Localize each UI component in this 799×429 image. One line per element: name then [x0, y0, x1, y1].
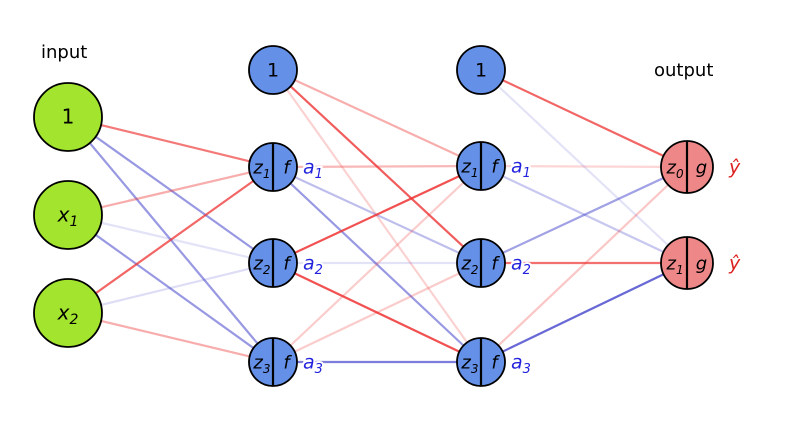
activation-output-label-h1_z1: a1: [303, 157, 323, 183]
output-layer-label: output: [654, 60, 714, 81]
edge-h1_z1-h2_z1: [271, 164, 483, 169]
node-function-label-h2_z3: f: [491, 353, 500, 374]
node-label-i_b: 1: [62, 105, 75, 129]
edge-h1_z3-h2_z2: [271, 261, 483, 364]
node-label-i_x1: x1: [57, 203, 79, 231]
node-i_x2: [33, 278, 103, 348]
activation-output-label-h2_z3: a3: [511, 352, 531, 378]
edge-h2_z1-o_z0: [479, 164, 689, 169]
node-i_b: [33, 82, 103, 152]
edge-h2_z3-o_z1: [479, 261, 689, 364]
activation-output-label-h1_z3: a3: [303, 352, 323, 378]
edge-h1_z2-h2_z1: [271, 164, 483, 265]
activation-output-label-h2_z1: a1: [511, 156, 531, 182]
input-layer-label: input: [41, 42, 88, 63]
edge-h2_b-o_z1: [479, 68, 689, 265]
edge-h1_z1-h2_z3: [271, 165, 483, 364]
activation-output-label-h2_z2: a2: [511, 253, 531, 279]
edge-h2_b-o_z0: [479, 68, 689, 169]
node-function-label-o_z1: g: [696, 254, 707, 275]
edge-h1_b-h2_z1: [271, 68, 483, 168]
edge-h1_b-h2_z3: [271, 68, 483, 364]
edge-i_x1-h1_z3: [66, 213, 275, 364]
edge-i_x1-h1_z1: [66, 165, 275, 217]
node-function-label-h2_z1: f: [491, 157, 500, 178]
node-function-label-h2_z2: f: [491, 254, 500, 275]
edge-i_b-h1_z2: [66, 115, 275, 265]
node-function-label-h1_z1: f: [283, 158, 292, 179]
activation-output-label-h1_z2: a2: [303, 253, 323, 279]
node-pre-activation-label-h2_z3: z3: [460, 353, 478, 377]
node-pre-activation-label-h1_z2: z2: [252, 254, 270, 278]
node-label-h2_b: 1: [475, 60, 487, 82]
edge-i_x2-h1_z1: [66, 165, 275, 315]
node-pre-activation-label-h1_z1: z1: [252, 158, 270, 182]
activation-output-label-o_z1: ŷ: [728, 253, 741, 275]
node-pre-activation-label-o_z1: z1: [665, 254, 683, 278]
activation-output-label-o_z0: ŷ: [728, 157, 741, 179]
node-label-h1_b: 1: [267, 60, 279, 82]
node-h1_b: [248, 45, 298, 95]
node-pre-activation-label-h1_z3: z3: [252, 353, 270, 377]
edge-i_x2-h1_z3: [66, 311, 275, 364]
edge-i_x2-h1_z2: [66, 261, 275, 315]
node-i_x1: [33, 180, 103, 250]
node-function-label-h1_z2: f: [283, 254, 292, 275]
node-h2_b: [456, 45, 506, 95]
node-function-label-o_z0: g: [696, 158, 707, 179]
edge-h1_z3-h2_z1: [271, 164, 483, 364]
node-pre-activation-label-h2_z2: z2: [460, 254, 478, 278]
edge-i_b-h1_z1: [66, 115, 275, 169]
node-label-i_x2: x2: [57, 301, 79, 329]
edge-h2_z2-o_z0: [479, 165, 689, 265]
edge-h1_z2-h2_z3: [271, 261, 483, 364]
edge-h2_z3-o_z0: [479, 165, 689, 364]
node-function-label-h1_z3: f: [283, 353, 292, 374]
edge-h1_b-h2_z2: [271, 68, 483, 265]
node-pre-activation-label-h2_z1: z1: [460, 157, 478, 181]
node-pre-activation-label-o_z0: z0: [665, 158, 683, 182]
